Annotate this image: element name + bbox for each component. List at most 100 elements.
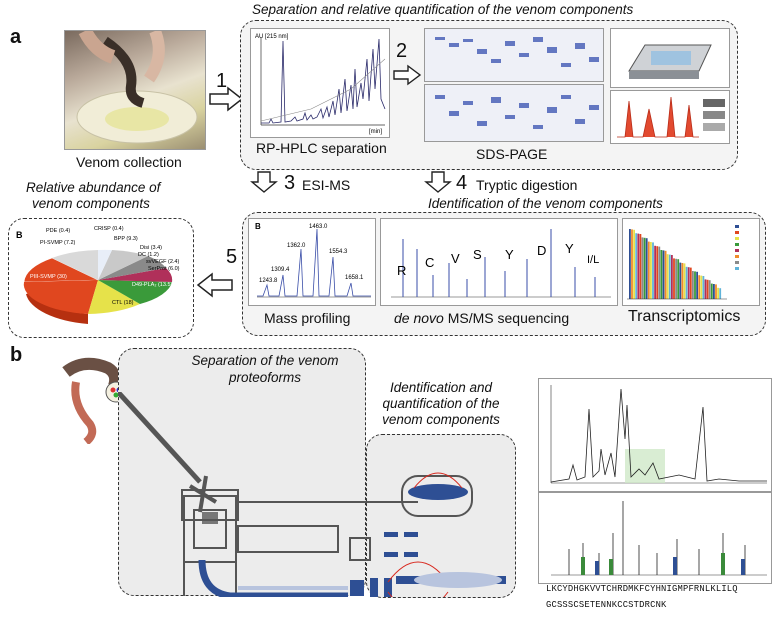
transcript-legend-swatch: [735, 261, 739, 264]
msms-spectrum: R C V S Y D Y I/L: [380, 218, 618, 306]
transcript-legend-swatch: [735, 237, 739, 240]
transcript-bar: [708, 280, 711, 299]
transcript-bar: [681, 263, 684, 299]
sequence-letter: R: [397, 263, 406, 278]
transcript-bar: [631, 229, 633, 299]
protein-sequence-line1: LKCYDHGKVVTCHRDMKFCYHNIGMPFRNLKLILQ: [546, 584, 738, 594]
transcript-bar: [706, 279, 709, 299]
sequence-letter: Y: [505, 247, 514, 262]
pie-letter: B: [16, 230, 23, 240]
mass-peak-label: 1463.0: [309, 224, 328, 230]
transcript-bar: [637, 233, 640, 299]
step-2-number: 2: [396, 40, 408, 62]
mass-peak-label: 1658.1: [345, 275, 364, 281]
sequence-letter: Y: [565, 241, 574, 256]
transcript-bar: [629, 229, 631, 299]
pie-label-svvegf: svVEGF (2.4): [146, 259, 179, 265]
transcript-bar: [645, 238, 648, 299]
hplc-x-unit: [min]: [369, 129, 382, 135]
snake-icon: [62, 357, 127, 444]
transcript-bar: [658, 246, 661, 299]
venom-collection-photo: [64, 30, 206, 150]
pie-label-serprot: SerProt (6.0): [148, 266, 180, 272]
panel-b-letter: b: [10, 344, 23, 366]
transcript-bar: [652, 242, 654, 299]
panel-a-letter: a: [10, 26, 22, 48]
pie-label-crisp: CRISP (0.4): [94, 226, 124, 232]
step-2-arrow-icon: [393, 64, 422, 86]
mass-profiling-spectrum: B 1463.0 1362.0 1554.3 1309.4 1243.8 165…: [248, 218, 376, 306]
sequence-letter: S: [473, 247, 482, 262]
pie-label-pde: PDE (0.4): [46, 228, 70, 234]
mass-peak-label: 1362.0: [287, 243, 306, 249]
transcript-bar: [677, 259, 680, 299]
transcript-bar: [689, 267, 692, 299]
transcript-bar: [675, 258, 677, 299]
denovo-prefix: de novo: [394, 310, 444, 326]
pie-label-d49: D49-PLA₂ (13.5): [132, 282, 173, 288]
transcript-bar: [664, 250, 667, 299]
sequence-letter: C: [425, 255, 434, 270]
transcript-legend-swatch: [735, 255, 739, 258]
transcript-bar: [710, 283, 713, 299]
pie-label-bpp: BPP (9.3): [114, 236, 138, 242]
transcript-bar: [692, 271, 694, 299]
transcript-legend-swatch: [735, 249, 739, 252]
transcript-legend-swatch: [735, 231, 739, 234]
transcript-bar: [635, 233, 638, 299]
transcript-bar: [713, 284, 715, 299]
relative-title-line1: Relative abundance of: [26, 180, 161, 195]
step-3-number: 3: [284, 172, 296, 194]
transcript-bar: [650, 242, 652, 299]
step-3-label: ESI-MS: [302, 177, 351, 193]
pie-label-pisvmp: PI-SVMP (7.2): [40, 240, 76, 246]
transcript-bar: [683, 263, 686, 299]
sds-page-label: SDS-PAGE: [476, 146, 548, 162]
pie-label-ctl: CTL (18): [112, 300, 134, 306]
transcript-bar: [643, 237, 646, 299]
transcript-bar: [662, 250, 665, 299]
relative-title-line2: venom components: [32, 196, 150, 211]
venom-collection-label: Venom collection: [76, 154, 182, 170]
transcriptomics-chart: [622, 218, 760, 306]
transcript-bar: [696, 271, 698, 299]
mass-peak-label: 1554.3: [329, 249, 348, 255]
sequence-letter: V: [451, 251, 460, 266]
denovo-suffix: MS/MS sequencing: [443, 310, 570, 326]
pie-chart: B PIII-SVMP (30) CTL (18) D49-PLA₂ (13.5…: [12, 222, 190, 332]
mass-peak-label: 1243.8: [259, 278, 278, 284]
separation-title: Separation and relative quantification o…: [252, 2, 634, 17]
step-4-label: Tryptic digestion: [476, 177, 578, 193]
transcript-bar: [671, 255, 673, 299]
transcript-bar: [698, 275, 701, 299]
mass-peak-label: 1309.4: [271, 267, 290, 273]
hplc-chromatogram: AU [215 nm] [min]: [250, 28, 390, 138]
transcript-legend-swatch: [735, 243, 739, 246]
transcript-bar: [656, 246, 659, 299]
sds-page-gel-bottom: [424, 84, 604, 142]
transcript-bar: [654, 245, 656, 299]
transcript-legend-swatch: [735, 225, 739, 228]
transcript-bar: [679, 262, 682, 299]
identification-quantification-title: Identification and quantification of the…: [382, 380, 500, 427]
transcript-bar: [660, 250, 663, 299]
transcript-bar: [666, 254, 669, 299]
instrument-schematic: [118, 392, 506, 597]
transcript-bar: [700, 275, 703, 299]
transcript-bar: [673, 258, 675, 299]
mass-profiling-label: Mass profiling: [264, 310, 351, 326]
identification-title: Identification of the venom components: [428, 196, 663, 211]
step-1-arrow-icon: [209, 86, 244, 112]
step-5-arrow-icon: [196, 272, 233, 298]
mass-panel-letter: B: [255, 222, 261, 231]
snake-hand-illustration: [76, 31, 198, 144]
msms-fragment-spectrum: [538, 492, 772, 584]
transcript-bar: [641, 237, 644, 299]
step-4-arrow-icon: [424, 171, 452, 193]
hplc-axis-label: AU [215 nm]: [255, 34, 289, 40]
separation-proteoforms-box: [118, 348, 366, 596]
transcript-bar: [639, 234, 642, 299]
transcript-bar: [633, 229, 635, 299]
separation-proteoforms-title: Separation of the venom proteoforms: [191, 353, 339, 385]
transcript-bar: [715, 284, 717, 299]
